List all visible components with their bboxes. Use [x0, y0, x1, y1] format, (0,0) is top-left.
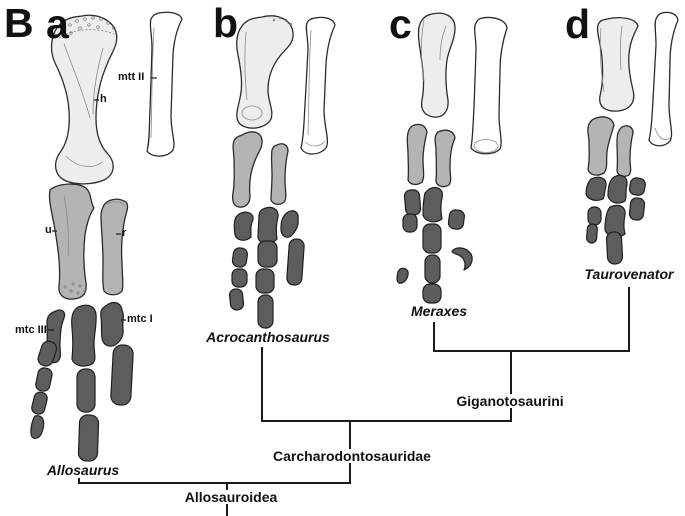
panel-c-bones: [396, 12, 508, 304]
clade-label-giganotosaurini: Giganotosaurini: [453, 394, 567, 408]
allosaurus-metatarsal-II: [146, 11, 183, 157]
taurovenator-ulna: [587, 116, 615, 176]
taxon-label-acrocanthosaurus: Acrocanthosaurus: [206, 329, 330, 345]
meraxes-radius: [434, 129, 456, 188]
metacarpal-I-label: mtc I: [127, 313, 153, 325]
panel-d-bones: [585, 11, 679, 265]
panel-letter-c: c: [389, 1, 412, 47]
humerus-stipple-texture: [272, 16, 293, 26]
meraxes-humerus: [417, 12, 456, 118]
taurovenator-radius: [616, 125, 634, 178]
panel-b-bones: [228, 15, 336, 329]
taurovenator-humerus: [596, 17, 639, 112]
taurovenator-manus: [585, 174, 646, 265]
clade-label-allosauroidea: Allosauroidea: [181, 490, 281, 504]
branch-meraxes-taurovenator: [433, 287, 630, 352]
acrocanthosaurus-humerus: [236, 15, 294, 129]
humerus-stipple-texture: [62, 16, 116, 35]
taxon-label-allosaurus: Allosaurus: [46, 462, 120, 478]
panel-letter-a: a: [46, 1, 69, 47]
panel-letter-d: d: [565, 1, 591, 47]
acrocanthosaurus-ulna: [232, 131, 263, 208]
allosaurus-humerus: [50, 14, 118, 185]
taurovenator-metatarsal-II: [648, 11, 679, 147]
panel-letter-b: b: [213, 0, 239, 46]
meraxes-ulna: [406, 123, 428, 186]
ulna-label: u: [45, 224, 52, 236]
radius-label: r: [122, 227, 127, 239]
allosaurus-manus: [30, 301, 134, 462]
allosaurus-ulna: [48, 183, 95, 300]
acrocanthosaurus-radius: [270, 143, 289, 205]
panel-a-bones: [30, 11, 183, 462]
figure-letter-B: B: [4, 0, 34, 46]
clade-label-carcharodontosauridae: Carcharodontosauridae: [270, 449, 434, 463]
acrocanthosaurus-metatarsal-II: [300, 16, 336, 155]
taxon-label-taurovenator: Taurovenator: [584, 266, 674, 282]
humerus-label: h: [100, 93, 107, 105]
meraxes-metatarsal-II: [470, 16, 508, 155]
meraxes-manus: [396, 186, 473, 304]
taxon-label-meraxes: Meraxes: [410, 303, 468, 319]
metatarsal-II-label: mtt II: [118, 71, 145, 83]
ulna-stipple-texture: [63, 282, 87, 295]
allosaurus-radius: [100, 198, 129, 296]
branch-acrocanthosaurus-giganotosaurini: [261, 347, 512, 422]
acrocanthosaurus-manus: [228, 206, 305, 329]
panel-a-leader-ticks: [48, 77, 157, 331]
metacarpal-III-label: mtc III: [15, 324, 47, 336]
